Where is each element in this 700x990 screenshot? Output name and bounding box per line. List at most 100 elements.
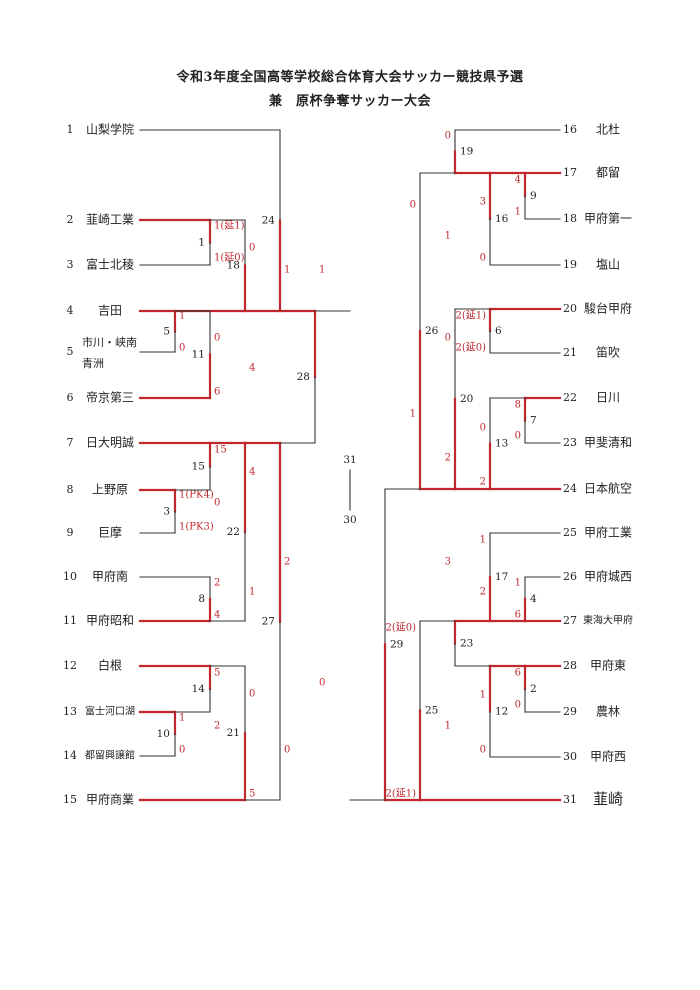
match-number: 29 — [390, 639, 403, 651]
team-seed: 6 — [67, 391, 74, 404]
match-number: 11 — [192, 349, 205, 361]
team-name: 帝京第三 — [86, 390, 134, 405]
team-name: 巨摩 — [98, 525, 122, 540]
team-seed: 10 — [63, 570, 77, 583]
team-name: 塩山 — [596, 257, 620, 272]
team-seed: 5 — [67, 345, 74, 358]
score-label: 15 — [214, 445, 227, 456]
score-label: 0 — [214, 498, 220, 509]
score-label: 2(延1) — [455, 310, 486, 322]
match-number: 3 — [163, 506, 170, 518]
score-label: 1 — [445, 721, 451, 732]
score-label: 0 — [445, 333, 451, 344]
team-name: 都留興譲館 — [85, 749, 135, 762]
team-name: 笛吹 — [596, 345, 620, 360]
score-label: 1 — [515, 207, 521, 218]
score-label: 2(延0) — [385, 622, 416, 634]
third-place-number: 30 — [343, 514, 356, 526]
team-name: 市川・峡南 — [82, 335, 137, 349]
team-name: 日川 — [596, 391, 620, 405]
score-label: 4 — [249, 363, 255, 374]
score-label: 0 — [480, 423, 486, 434]
score-label: 2 — [214, 721, 220, 732]
team-name: 農林 — [596, 705, 620, 719]
score-label: 0 — [284, 745, 290, 756]
score-label: 8 — [515, 400, 521, 411]
score-label: 2 — [445, 453, 451, 464]
score-label: 1 — [480, 535, 486, 546]
score-label: 2 — [480, 477, 486, 488]
score-label: 1 — [284, 265, 290, 276]
score-label: 1(PK3) — [179, 522, 214, 533]
score-label: 0 — [214, 333, 220, 344]
team-seed: 28 — [563, 659, 577, 672]
team-seed: 22 — [563, 391, 577, 404]
team-name: 山梨学院 — [86, 122, 134, 137]
match-number: 9 — [530, 190, 537, 202]
match-number: 16 — [495, 213, 509, 225]
match-number: 8 — [198, 593, 205, 605]
score-label: 0 — [445, 131, 451, 142]
score-label: 0 — [249, 689, 255, 700]
team-name: 甲府西 — [590, 749, 626, 764]
score-label: 2 — [480, 587, 486, 598]
score-label: 4 — [515, 175, 521, 186]
score-label: 1 — [515, 578, 521, 589]
score-label: 1 — [319, 265, 325, 276]
team-seed: 27 — [563, 614, 577, 627]
match-number: 2 — [530, 683, 537, 695]
score-label: 5 — [249, 789, 255, 800]
match-number: 4 — [530, 593, 537, 605]
team-seed: 2 — [67, 213, 74, 226]
team-name: 青洲 — [82, 357, 104, 370]
score-label: 6 — [515, 668, 521, 679]
team-name: 上野原 — [92, 483, 128, 497]
team-name: 甲府第一 — [584, 211, 632, 226]
score-label: 4 — [214, 610, 220, 621]
team-seed: 20 — [563, 302, 577, 315]
score-label: 4 — [249, 467, 255, 478]
team-seed: 19 — [563, 258, 577, 271]
team-name: 駿台甲府 — [584, 301, 632, 316]
team-seed: 16 — [563, 123, 577, 136]
score-label: 0 — [480, 745, 486, 756]
match-number: 25 — [425, 705, 438, 717]
score-label: 1 — [410, 409, 416, 420]
team-seed: 1 — [67, 123, 74, 136]
final-match-number: 31 — [343, 454, 356, 466]
score-label: 2 — [214, 578, 220, 589]
team-name: 都留 — [596, 166, 620, 180]
team-name: 甲府商業 — [86, 792, 134, 807]
team-name: 甲府昭和 — [86, 613, 134, 628]
team-name: 甲斐清和 — [584, 436, 632, 450]
page-title: 令和3年度全国高等学校総合体育大会サッカー競技県予選 — [176, 70, 524, 85]
score-label: 0 — [410, 200, 416, 211]
score-label: 0 — [480, 253, 486, 264]
score-label: 0 — [249, 243, 255, 254]
score-label: 1 — [179, 311, 185, 322]
match-number: 18 — [227, 260, 240, 272]
team-seed: 4 — [67, 304, 74, 317]
page-subtitle: 兼 原杯争奪サッカー大会 — [268, 94, 431, 109]
team-seed: 8 — [67, 483, 74, 496]
match-number: 12 — [495, 706, 508, 718]
match-number: 1 — [198, 237, 205, 249]
score-label: 1 — [179, 713, 185, 724]
team-seed: 23 — [563, 436, 577, 449]
score-label: 2(延1) — [385, 788, 416, 800]
team-name: 甲府工業 — [584, 525, 632, 540]
team-name: 甲府城西 — [584, 569, 632, 584]
score-label: 3 — [480, 197, 486, 208]
team-name: 甲府東 — [590, 658, 626, 673]
score-label: 1 — [480, 690, 486, 701]
team-seed: 18 — [563, 212, 577, 225]
team-seed: 12 — [63, 659, 77, 672]
score-label: 6 — [515, 610, 521, 621]
match-number: 28 — [297, 371, 310, 383]
match-number: 23 — [460, 638, 473, 650]
match-number: 5 — [163, 326, 170, 338]
team-name: 富士河口湖 — [85, 705, 135, 718]
team-name: 甲府南 — [92, 569, 128, 584]
team-seed: 26 — [563, 570, 577, 583]
team-name: 韮崎工業 — [86, 213, 134, 227]
